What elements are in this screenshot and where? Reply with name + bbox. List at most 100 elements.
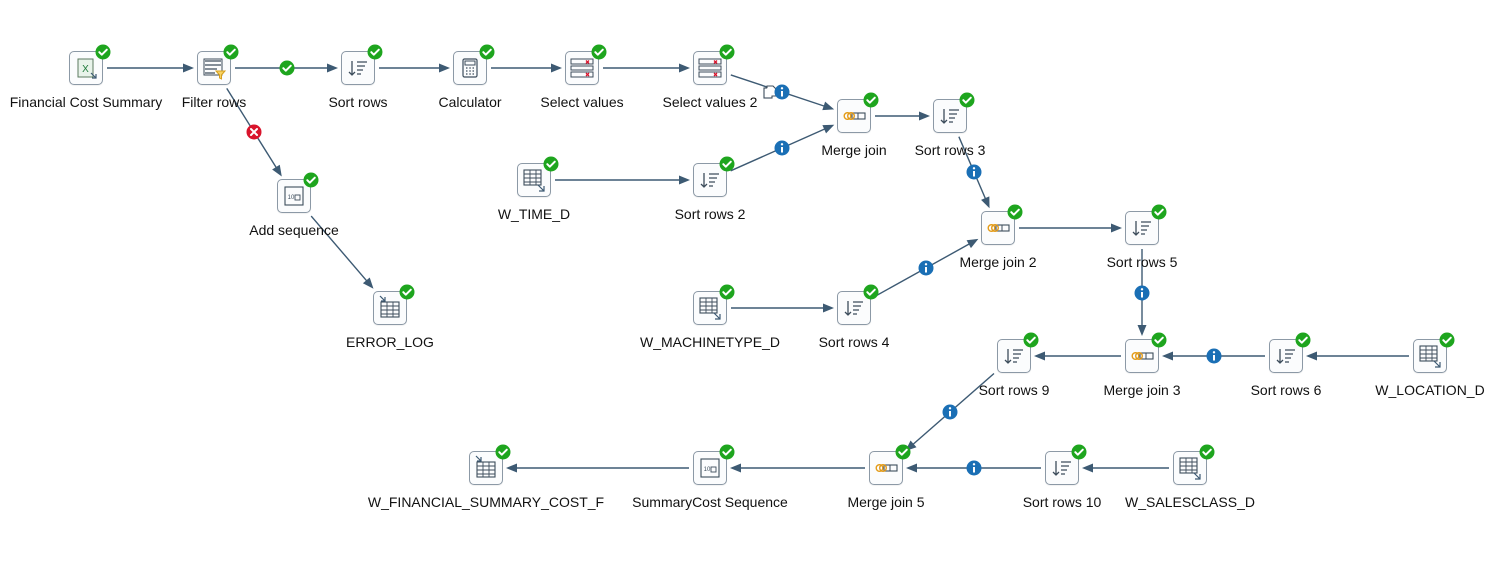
- step-sel1[interactable]: [565, 44, 607, 85]
- svg-text:10: 10: [704, 467, 711, 473]
- sort-rows-icon: [1004, 349, 1023, 364]
- table-output-icon: [475, 455, 496, 478]
- hop-error-icon[interactable]: [246, 124, 262, 140]
- step-sort1[interactable]: [341, 44, 383, 85]
- success-check-icon: [95, 44, 111, 60]
- hop-arrowhead: [822, 101, 835, 111]
- step-label[interactable]: W_MACHINETYPE_D: [639, 334, 781, 350]
- step-sort4[interactable]: [837, 284, 879, 325]
- hop-info-icon[interactable]: [1206, 348, 1222, 364]
- excel-input-icon: X: [77, 58, 97, 79]
- sort-rows-icon: [1276, 349, 1295, 364]
- hop-info-icon[interactable]: [918, 260, 934, 276]
- hop-arrowhead: [327, 63, 338, 73]
- step-wmach[interactable]: [693, 284, 735, 325]
- hop-line[interactable]: [310, 215, 369, 284]
- step-mj3[interactable]: [1125, 332, 1167, 373]
- step-label[interactable]: SummaryCost Sequence: [632, 494, 788, 510]
- step-mj1[interactable]: [837, 92, 879, 133]
- hop-arrowhead: [1137, 325, 1147, 336]
- success-check-icon: [895, 444, 911, 460]
- step-fcs[interactable]: X: [69, 44, 111, 85]
- select-values-icon: [570, 58, 594, 78]
- success-check-icon: [863, 92, 879, 108]
- step-sumseq[interactable]: 10: [693, 444, 735, 485]
- step-wtime[interactable]: [517, 156, 559, 197]
- step-sort2[interactable]: [693, 156, 735, 197]
- hop-info-icon[interactable]: [966, 164, 982, 180]
- step-sel2[interactable]: [693, 44, 735, 85]
- step-label[interactable]: W_FINANCIAL_SUMMARY_COST_F: [367, 494, 605, 510]
- success-check-icon: [719, 156, 735, 172]
- step-label[interactable]: Financial Cost Summary: [9, 94, 163, 110]
- hop-arrowhead: [439, 63, 450, 73]
- hop-arrowhead: [906, 463, 917, 473]
- hop-info-icon[interactable]: [966, 460, 982, 476]
- step-label[interactable]: Sort rows 4: [818, 334, 890, 350]
- step-label[interactable]: Add sequence: [249, 222, 339, 238]
- step-sort10[interactable]: [1045, 444, 1087, 485]
- select-values-icon: [698, 58, 722, 78]
- table-input-icon: [1179, 457, 1201, 480]
- step-mj2[interactable]: [981, 204, 1023, 245]
- step-wloc[interactable]: [1413, 332, 1455, 373]
- hop-info-icon[interactable]: [1134, 285, 1150, 301]
- success-check-icon: [1439, 332, 1455, 348]
- step-label[interactable]: Select values 2: [662, 94, 758, 110]
- step-label[interactable]: Calculator: [438, 94, 502, 110]
- step-sort5[interactable]: [1125, 204, 1167, 245]
- hop-info-icon[interactable]: [774, 140, 790, 156]
- step-label[interactable]: Sort rows 6: [1250, 382, 1322, 398]
- hop-arrowhead: [823, 303, 834, 313]
- hop-arrowhead: [1306, 351, 1317, 361]
- step-label[interactable]: Merge join 3: [1103, 382, 1181, 398]
- step-wfin[interactable]: [469, 444, 511, 485]
- success-check-icon: [719, 444, 735, 460]
- step-label[interactable]: W_SALESCLASS_D: [1125, 494, 1255, 510]
- step-label[interactable]: Merge join 2: [959, 254, 1037, 270]
- hop-info-icon[interactable]: [942, 404, 958, 420]
- step-label[interactable]: Sort rows 2: [674, 206, 746, 222]
- step-sort9[interactable]: [997, 332, 1039, 373]
- filter-rows-icon: [203, 58, 227, 80]
- step-label[interactable]: W_TIME_D: [497, 206, 571, 222]
- step-errlog[interactable]: [373, 284, 415, 325]
- merge-join-icon: [843, 111, 866, 120]
- hop-arrowhead: [362, 277, 374, 289]
- hop-arrowhead: [1082, 463, 1093, 473]
- step-label[interactable]: Filter rows: [181, 94, 247, 110]
- step-label[interactable]: Merge join: [821, 142, 887, 158]
- hop-copy-icon: [762, 84, 778, 100]
- step-label[interactable]: Sort rows 10: [1022, 494, 1102, 510]
- step-box: [693, 163, 727, 197]
- hop-ok-icon[interactable]: [279, 60, 295, 76]
- step-label[interactable]: Select values: [540, 94, 624, 110]
- hop-arrowhead: [966, 238, 979, 249]
- step-wsales[interactable]: [1173, 444, 1215, 485]
- success-check-icon: [543, 156, 559, 172]
- step-label[interactable]: Sort rows 9: [978, 382, 1050, 398]
- step-label[interactable]: ERROR_LOG: [346, 334, 434, 350]
- hop-info-icon[interactable]: [774, 84, 790, 100]
- step-box: [341, 51, 375, 85]
- step-label[interactable]: Sort rows 5: [1106, 254, 1178, 270]
- step-label[interactable]: Merge join 5: [847, 494, 925, 510]
- step-filter[interactable]: [197, 44, 239, 85]
- success-check-icon: [1151, 204, 1167, 220]
- sort-rows-icon: [1132, 221, 1151, 236]
- step-sort3[interactable]: [933, 92, 975, 133]
- step-label[interactable]: Sort rows: [328, 94, 388, 110]
- hop-arrowhead: [1034, 351, 1045, 361]
- step-sort6[interactable]: [1269, 332, 1311, 373]
- sequence-icon: 10: [284, 186, 304, 206]
- step-calc[interactable]: [453, 44, 495, 85]
- step-label[interactable]: W_LOCATION_D: [1375, 382, 1485, 398]
- step-mj5[interactable]: [869, 444, 911, 485]
- sequence-icon: 10: [700, 458, 720, 478]
- sort-rows-icon: [348, 61, 367, 76]
- success-check-icon: [1007, 204, 1023, 220]
- step-addseq[interactable]: 10: [277, 172, 319, 213]
- step-label[interactable]: Sort rows 3: [914, 142, 986, 158]
